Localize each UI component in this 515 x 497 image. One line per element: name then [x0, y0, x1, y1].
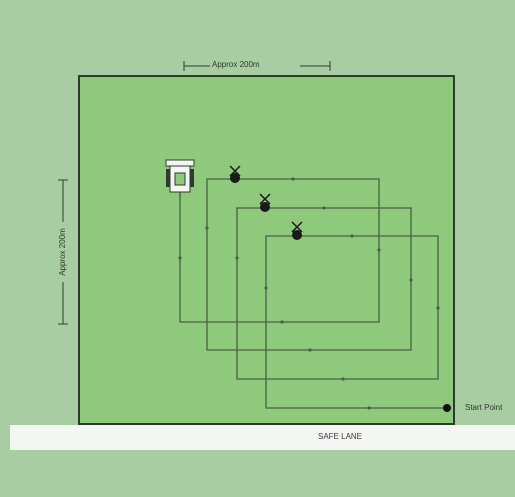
route-loop-1 — [179, 178, 447, 409]
start-point-label: Start Point — [465, 403, 503, 412]
waypoint — [308, 348, 312, 352]
waypoint — [205, 226, 209, 230]
start-point-dot-icon — [443, 404, 451, 412]
safe-lane-label: SAFE LANE — [318, 432, 363, 441]
tractor-icon — [165, 159, 195, 196]
target-marker-icon — [291, 221, 303, 240]
target-marker-icon — [259, 193, 271, 212]
waypoint — [436, 306, 440, 310]
top-dimension-arrow — [183, 61, 331, 71]
waypoint — [280, 320, 284, 324]
side-dimension-label: Approx 200m — [58, 228, 67, 276]
waypoint — [341, 377, 345, 381]
safe-lane-strip — [10, 425, 515, 450]
waypoint — [178, 256, 182, 260]
waypoint — [322, 206, 326, 210]
route-waypoints — [178, 177, 440, 410]
waypoint — [264, 286, 268, 290]
waypoint — [291, 177, 295, 181]
waypoint — [409, 278, 413, 282]
waypoint — [350, 234, 354, 238]
top-dimension-label: Approx 200m — [212, 60, 260, 69]
waypoint — [235, 256, 239, 260]
side-dimension-arrow — [58, 179, 68, 325]
route-paths — [179, 178, 447, 409]
waypoint — [367, 406, 371, 410]
waypoint — [377, 248, 381, 252]
target-marker-icon — [229, 165, 241, 183]
